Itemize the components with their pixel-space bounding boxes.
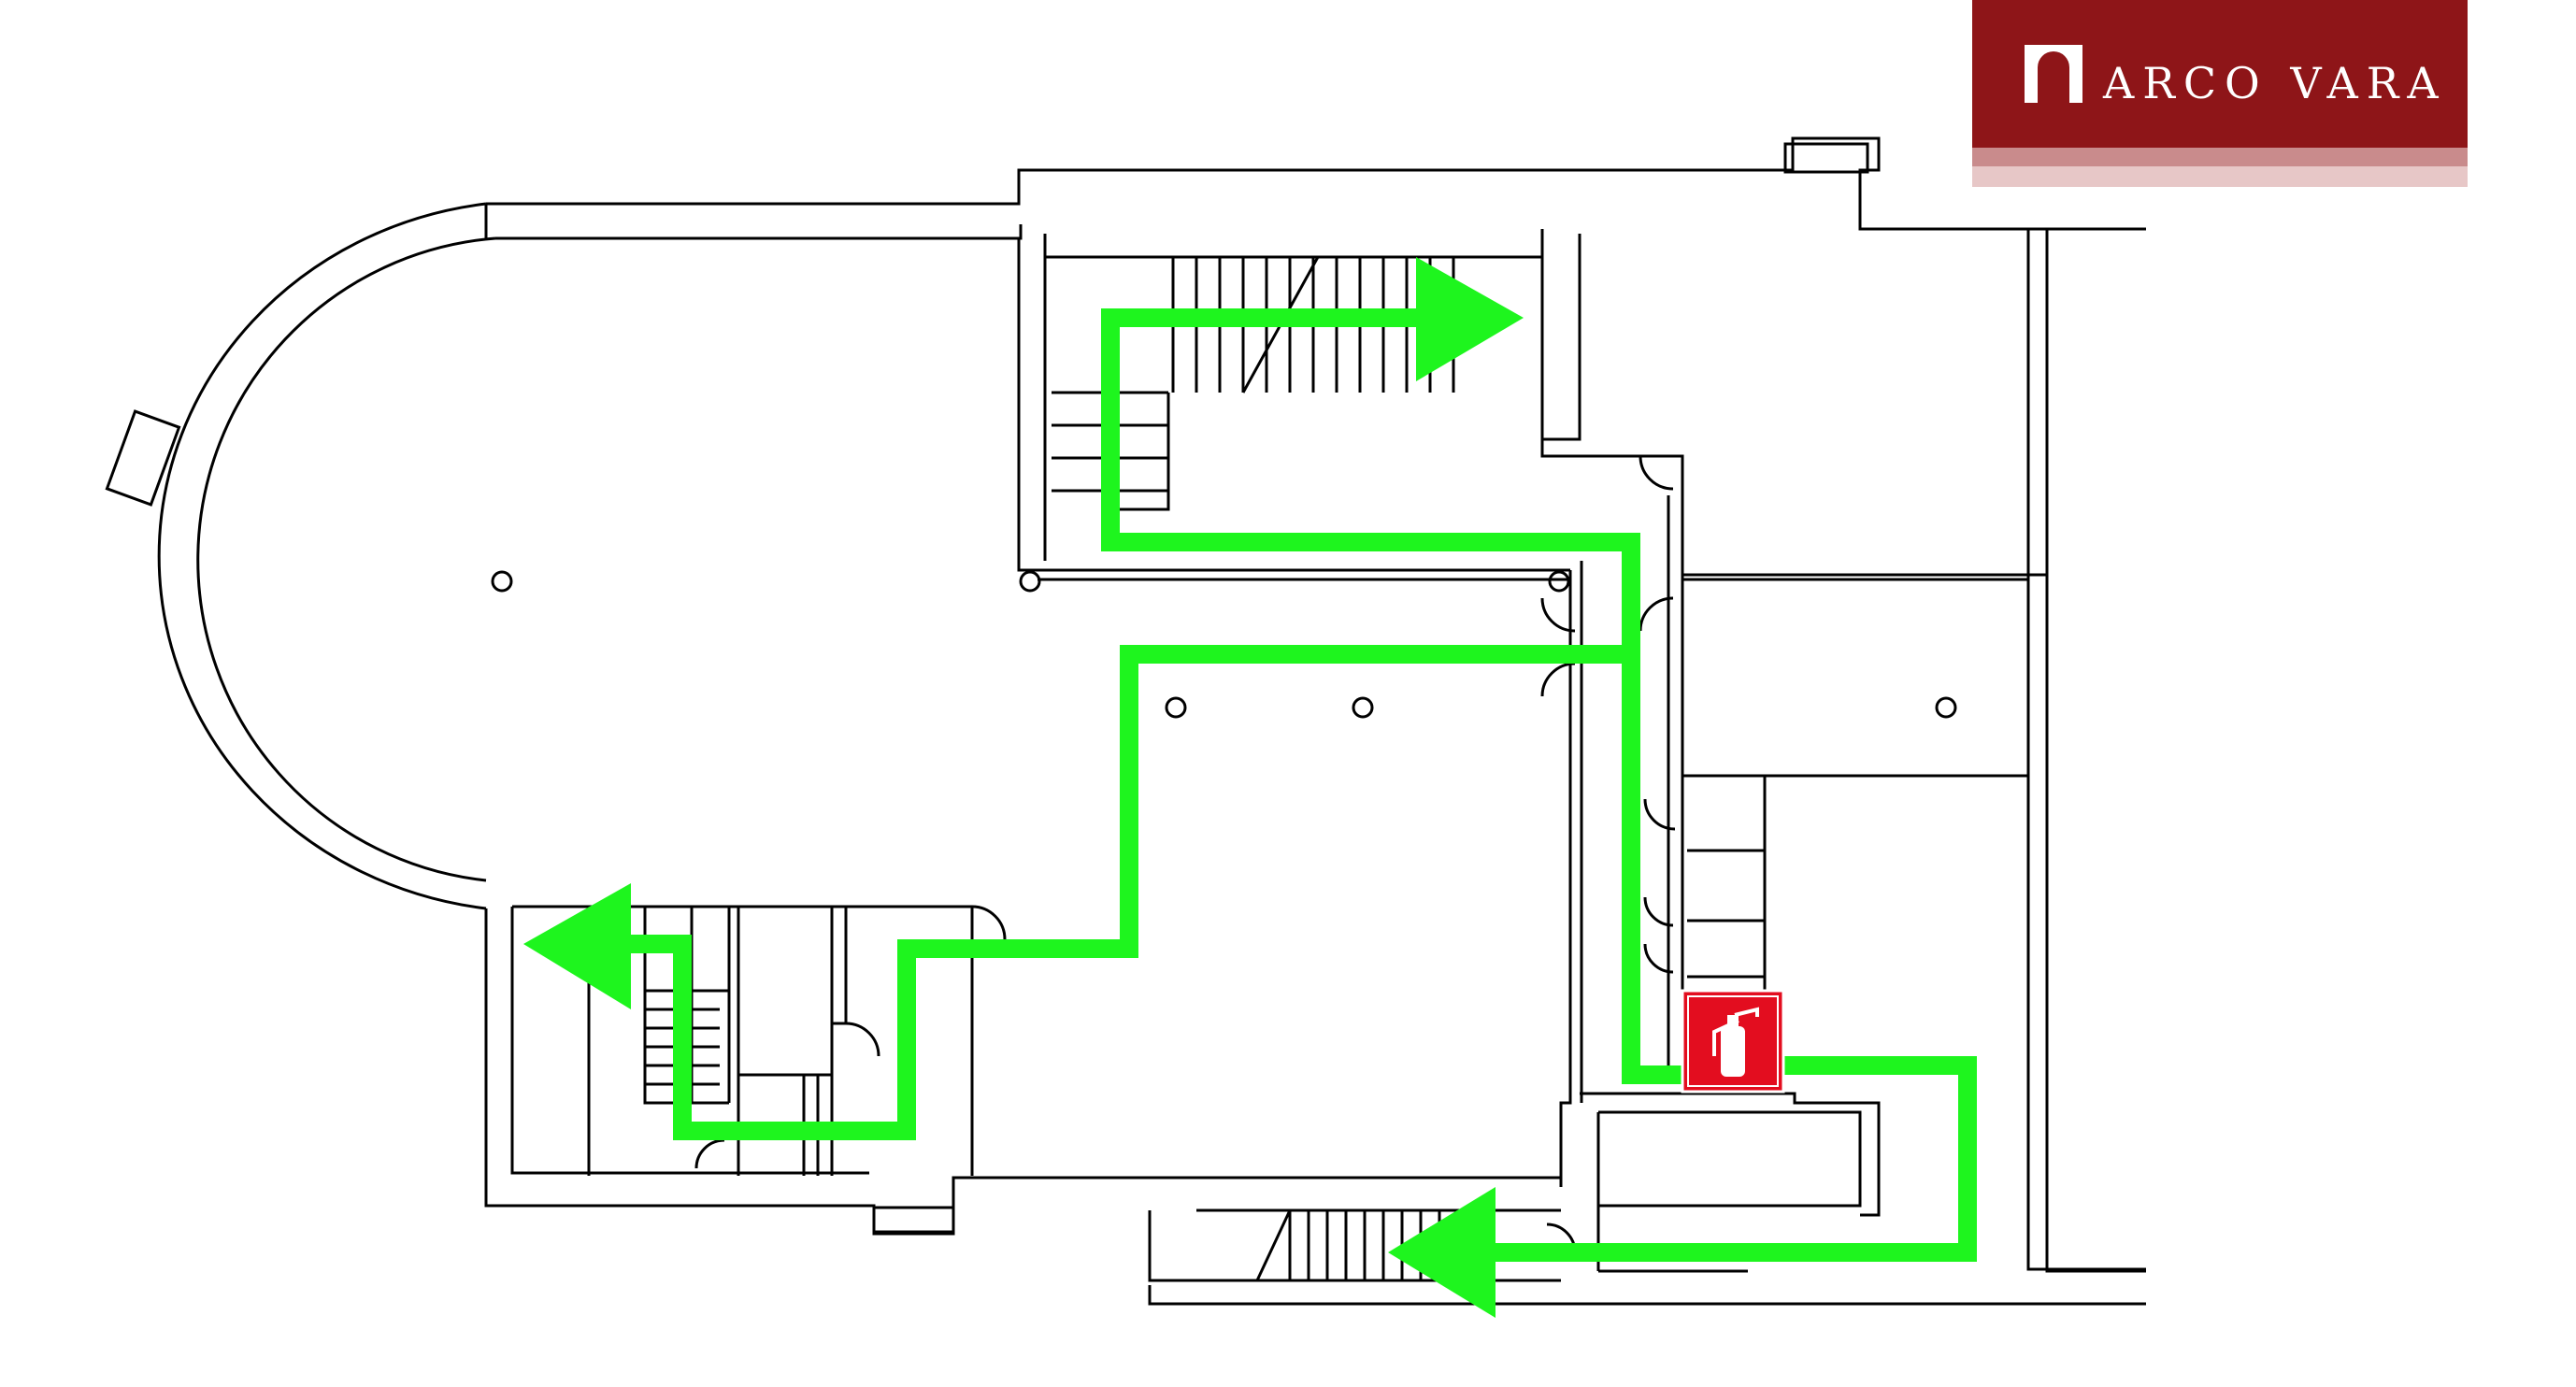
brand-logo: ARCO VARA (1972, 0, 2468, 187)
evacuation-routes (608, 308, 1977, 1262)
fire-extinguisher-icon (1681, 989, 1785, 1094)
brand-name: ARCO VARA (2103, 58, 2447, 108)
logo-arch-icon (2025, 45, 2082, 103)
route-west (608, 645, 1631, 1140)
route-north (1101, 308, 1682, 1084)
logo-stripe (1972, 166, 2468, 187)
arrowheads (523, 257, 1524, 1318)
arrow-west (523, 883, 631, 1009)
route-south (1477, 1056, 1977, 1262)
arrow-south-west (1388, 1187, 1496, 1318)
arrow-east (1416, 257, 1524, 381)
logo-band (1972, 0, 2468, 148)
logo-stripe (1972, 148, 2468, 166)
walls (105, 136, 2146, 1306)
